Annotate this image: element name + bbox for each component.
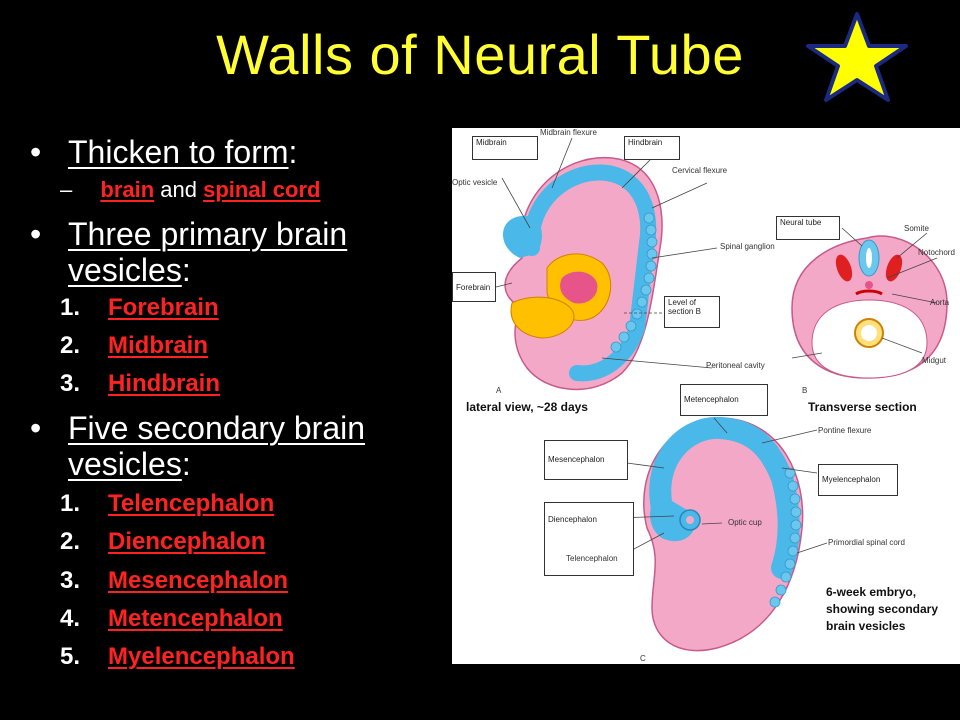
label-metencephalon: Metencephalon [680, 384, 768, 416]
label-optic-vesicle: Optic vesicle [452, 178, 498, 187]
label-telencephalon: Telencephalon [566, 554, 618, 563]
list-number: 1. [60, 294, 81, 321]
letter-a: A [496, 386, 502, 395]
bullet-suffix: : [288, 134, 298, 170]
link-telencephalon[interactable]: Telencephalon [108, 490, 275, 517]
embryo-illustration [491, 137, 948, 652]
label-cervical-flexure: Cervical flexure [672, 166, 728, 175]
embryo-c-drawing [616, 416, 828, 652]
embryo-b-drawing [791, 227, 948, 379]
bullet-text: Five secondary brain vesicles [68, 410, 366, 482]
list-number: 2. [60, 528, 81, 555]
embryo-a-drawing [491, 137, 718, 391]
bullet-suffix: : [181, 252, 191, 288]
label-aorta: Aorta [930, 298, 950, 307]
list-number: 3. [60, 567, 81, 594]
list-number: 2. [60, 332, 81, 359]
label-midbrain: Midbrain [472, 136, 538, 160]
caption-lateral-view: lateral view, ~28 days [466, 400, 588, 414]
and-text: and [154, 177, 204, 202]
link-spinal-cord[interactable]: spinal cord [203, 177, 321, 202]
list-number: 5. [60, 643, 81, 670]
label-notochord: Notochord [918, 248, 955, 257]
label-hindbrain: Hindbrain [624, 136, 680, 160]
label-neural-tube: Neural tube [776, 216, 840, 240]
link-myelencephalon[interactable]: Myelencephalon [108, 643, 295, 670]
label-diencephalon: Diencephalon [544, 502, 634, 576]
link-diencephalon[interactable]: Diencephalon [108, 528, 266, 555]
dash-symbol: – [60, 177, 73, 202]
link-forebrain[interactable]: Forebrain [108, 294, 219, 321]
bullet-text: Thicken to form [68, 134, 289, 170]
bullet-dot: • [30, 134, 42, 170]
bullet-dot: • [30, 410, 42, 446]
list-number: 4. [60, 605, 81, 632]
link-hindbrain[interactable]: Hindbrain [108, 370, 220, 397]
label-pontine-flexure: Pontine flexure [818, 426, 872, 435]
label-somite: Somite [904, 224, 929, 233]
letter-c: C [640, 654, 646, 663]
link-brain[interactable]: brain [100, 177, 155, 202]
label-midgut: Midgut [922, 356, 947, 365]
star-icon [806, 12, 908, 102]
label-peritoneal-cavity: Peritoneal cavity [706, 361, 765, 370]
label-forebrain: Forebrain [452, 272, 496, 302]
label-primordial-spinal-cord: Primordial spinal cord [828, 538, 905, 547]
embryo-figure: Midbrain Midbrain flexure Hindbrain Opti… [452, 128, 960, 664]
label-optic-cup: Optic cup [728, 518, 762, 527]
bullet-text: Three primary brain vesicles [68, 216, 348, 288]
caption-transverse-section: Transverse section [808, 400, 917, 414]
list-number: 1. [60, 490, 81, 517]
label-myelencephalon: Myelencephalon [818, 464, 898, 496]
sub-bullet-brain-spinal: – brain and spinal cord [60, 177, 320, 203]
link-mesencephalon[interactable]: Mesencephalon [108, 567, 289, 594]
letter-b: B [802, 386, 808, 395]
label-mesencephalon: Mesencephalon [544, 440, 628, 480]
slide-title: Walls of Neural Tube [216, 23, 744, 86]
bullet-dot: • [30, 216, 42, 252]
link-metencephalon[interactable]: Metencephalon [108, 605, 283, 632]
bullet-suffix: : [181, 446, 191, 482]
label-spinal-ganglion: Spinal ganglion [720, 242, 775, 251]
list-number: 3. [60, 370, 81, 397]
label-level-section-b: Level of section B [664, 296, 720, 328]
link-midbrain[interactable]: Midbrain [108, 332, 208, 359]
label-midbrain-flexure: Midbrain flexure [540, 128, 597, 137]
caption-6-week-embryo: 6-week embryo, showing secondary brain v… [826, 585, 939, 633]
